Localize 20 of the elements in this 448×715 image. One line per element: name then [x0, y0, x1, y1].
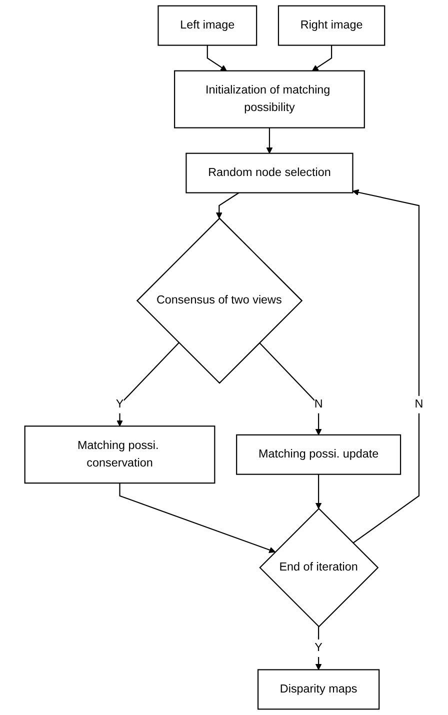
- arrow: [259, 342, 322, 436]
- arrow: [315, 474, 322, 509]
- process-box: Left image: [158, 5, 258, 46]
- arrow: [119, 483, 276, 554]
- arrow: [206, 45, 227, 72]
- arrow: [216, 192, 240, 219]
- process-box: Matching possi. conservation: [24, 426, 216, 484]
- process-box: Right image: [278, 5, 386, 46]
- process-box: Random node selection: [186, 152, 354, 194]
- edge-label: Y: [314, 639, 322, 657]
- process-box: Initialization of matching possibility: [174, 70, 365, 128]
- process-box: Disparity maps: [257, 669, 380, 710]
- arrow: [312, 45, 332, 72]
- decision-diamond: Consensus of two views: [136, 218, 303, 384]
- arrow: [116, 342, 180, 426]
- decision-diamond: End of iteration: [259, 508, 379, 628]
- arrow: [266, 128, 273, 154]
- edge-label: N: [414, 396, 424, 414]
- arrow: [352, 189, 420, 544]
- process-box: Matching possi. update: [236, 434, 402, 475]
